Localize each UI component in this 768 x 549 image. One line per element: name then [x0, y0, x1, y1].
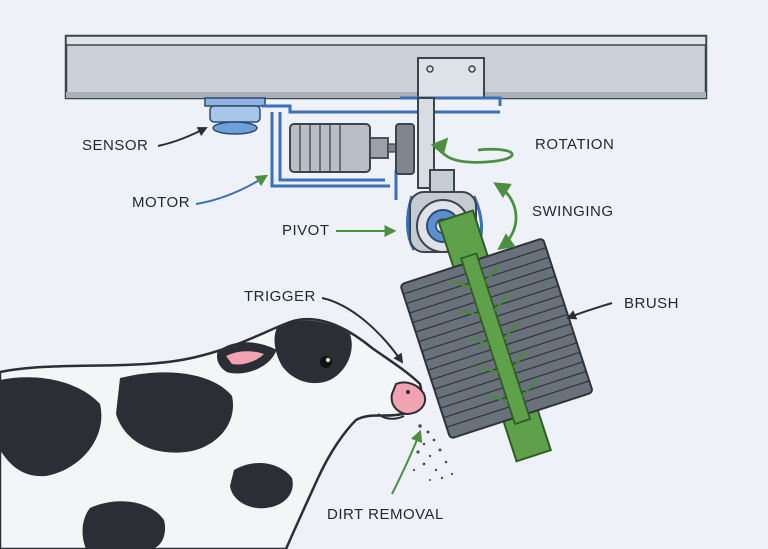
- motor-label: MOTOR: [132, 194, 191, 211]
- motor-unit: [289, 123, 415, 175]
- brush-label: BRUSH: [624, 295, 680, 312]
- trigger-arrow: [321, 297, 404, 364]
- trigger-label: TRIGGER: [244, 288, 316, 305]
- rotation-arrow: [430, 137, 514, 164]
- dirt-particles: [412, 424, 454, 481]
- brush-arrow: [566, 302, 613, 320]
- sensor-label: SENSOR: [82, 137, 149, 154]
- dirt-arrow: [391, 429, 423, 495]
- cow: [0, 317, 426, 549]
- rotation-label: ROTATION: [535, 136, 615, 153]
- pivot-label: PIVOT: [282, 222, 330, 239]
- swinging-arrow: [493, 182, 518, 250]
- brush-core-fins: [449, 264, 537, 403]
- overhead-beam: [64, 34, 708, 100]
- sensor-unit: [204, 97, 266, 135]
- drive-shaft: [417, 97, 455, 193]
- callout-arrows: [157, 127, 613, 495]
- motor-arrow: [195, 174, 269, 205]
- sensor-arrow: [157, 127, 208, 147]
- mounting-bracket: [417, 57, 485, 99]
- dirt-removal-label: DIRT REMOVAL: [327, 506, 444, 523]
- rotating-brush: [400, 209, 593, 463]
- swinging-label: SWINGING: [532, 203, 614, 220]
